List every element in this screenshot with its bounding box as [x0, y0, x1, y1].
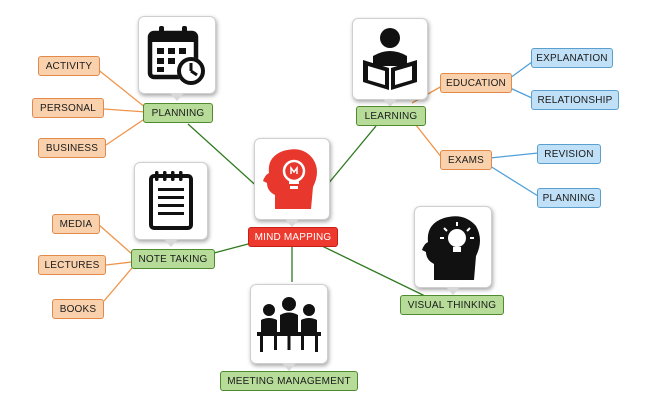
link-center-note-taking: [213, 243, 249, 254]
note-taking-card: [134, 162, 208, 247]
link-education-relationship: [509, 87, 533, 99]
branch-node-planning[interactable]: PLANNING: [143, 103, 213, 123]
head-lightbulb-icon: [261, 147, 323, 211]
link-learning-exams: [411, 119, 443, 159]
notepad-icon: [145, 170, 197, 232]
leaf-node-revision[interactable]: REVISION: [537, 144, 601, 164]
link-note-books: [103, 267, 133, 302]
subtopic-node-education[interactable]: EDUCATION: [440, 73, 512, 93]
planning-card: [138, 16, 216, 101]
link-exams-planning: [489, 165, 539, 197]
leaf-node-planning[interactable]: PLANNING: [537, 188, 601, 208]
branch-node-note-taking[interactable]: NOTE TAKING: [131, 249, 215, 269]
leaf-node-explanation[interactable]: EXPLANATION: [531, 48, 613, 68]
branch-node-visual-thinking[interactable]: VISUAL THINKING: [400, 295, 504, 315]
person-reading-icon: [359, 26, 421, 92]
subtopic-node-media[interactable]: MEDIA: [52, 214, 100, 234]
link-center-learning: [322, 125, 377, 191]
subtopic-node-exams[interactable]: EXAMS: [440, 150, 492, 170]
leaf-node-relationship[interactable]: RELATIONSHIP: [531, 90, 619, 110]
meeting-people-icon: [254, 294, 324, 354]
link-note-media: [97, 223, 133, 255]
meeting-management-card: [250, 284, 328, 371]
subtopic-node-activity[interactable]: ACTIVITY: [38, 56, 100, 76]
subtopic-node-business[interactable]: BUSINESS: [38, 138, 106, 158]
link-center-planning: [187, 123, 262, 191]
mind-mapping-card: [254, 138, 330, 227]
calendar-clock-icon: [144, 22, 210, 88]
link-note-lectures: [105, 261, 133, 266]
link-education-explanation: [509, 61, 533, 79]
link-planning-personal: [103, 108, 147, 113]
subtopic-node-personal[interactable]: PERSONAL: [32, 98, 104, 118]
subtopic-node-books[interactable]: BOOKS: [52, 299, 104, 319]
learning-card: [352, 18, 428, 107]
head-lightbulb-icon: [420, 212, 486, 282]
branch-node-learning[interactable]: LEARNING: [356, 106, 426, 126]
branch-node-meeting-management[interactable]: MEETING MANAGEMENT: [220, 371, 358, 391]
link-center-visual-thinking: [319, 244, 426, 297]
link-planning-activity: [95, 67, 147, 109]
link-exams-revision: [489, 152, 539, 159]
visual-thinking-card: [414, 206, 492, 295]
center-node-mind-mapping[interactable]: MIND MAPPING: [248, 227, 338, 247]
subtopic-node-lectures[interactable]: LECTURES: [38, 255, 106, 275]
link-planning-business: [105, 117, 147, 146]
